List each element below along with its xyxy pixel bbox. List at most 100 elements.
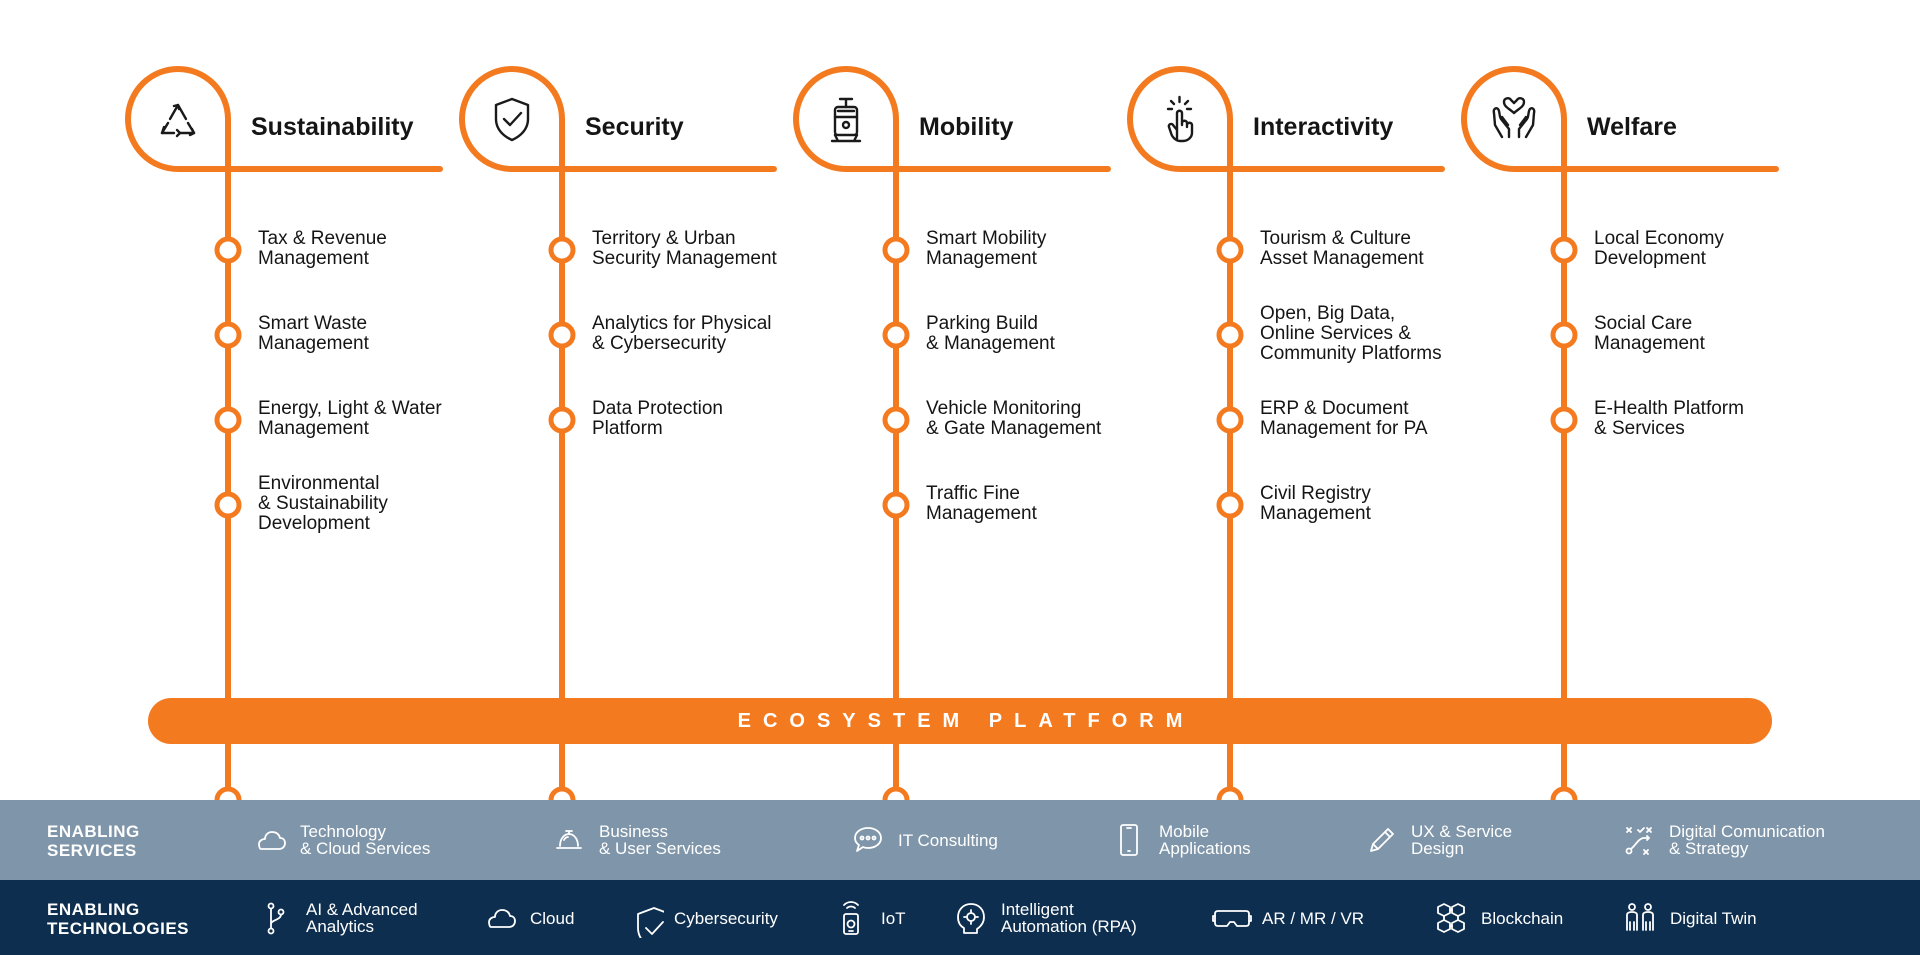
hands-heart-icon <box>1484 89 1544 149</box>
touch-hand-icon <box>1150 89 1210 149</box>
band-item-label: AI & Advanced Analytics <box>306 900 418 936</box>
twin-people-icon <box>1620 898 1660 938</box>
pillar-item-node <box>882 236 910 264</box>
enabling-services-item: Digital Comunication & Strategy <box>1619 820 1825 860</box>
cloud-icon <box>480 898 520 938</box>
pillar-item-label: Analytics for Physical & Cybersecurity <box>592 313 772 354</box>
cubes-icon <box>1431 898 1471 938</box>
pillar-item-label: Civil Registry Management <box>1260 483 1371 524</box>
pillar-title: Sustainability <box>251 113 414 141</box>
pillar-item-node <box>214 406 242 434</box>
pillar-item-label: Local Economy Development <box>1594 228 1724 269</box>
ecosystem-platform-label: ECOSYSTEM PLATFORM <box>737 709 1195 732</box>
strategy-icon <box>1619 820 1659 860</box>
pillar-title: Mobility <box>919 113 1014 141</box>
pillar-item-label: Environmental & Sustainability Developme… <box>258 473 388 534</box>
enabling-services-item: UX & Service Design <box>1361 820 1512 860</box>
enabling-technologies-item: Intelligent Automation (RPA) <box>951 898 1137 938</box>
pillar-line-4 <box>1461 66 1779 803</box>
chat-bubble-icon <box>848 820 888 860</box>
enabling-technologies-item: AI & Advanced Analytics <box>256 898 418 938</box>
enabling-services-title: ENABLING SERVICES <box>47 822 140 860</box>
pillar-item-node <box>214 321 242 349</box>
pillar-title: Interactivity <box>1253 113 1394 141</box>
band-item-label: UX & Service Design <box>1411 822 1513 858</box>
pillar-item-node <box>214 491 242 519</box>
band-item-label: Blockchain <box>1481 908 1564 928</box>
pillar-line-3 <box>1127 66 1445 803</box>
pillar-item-node <box>548 406 576 434</box>
pillar-item-label: Vehicle Monitoring & Gate Management <box>926 398 1102 439</box>
pillar-item-label: Smart Waste Management <box>258 313 369 354</box>
pillar-item-node <box>1216 491 1244 519</box>
pillar-item-node <box>1550 321 1578 349</box>
pillar-item-node <box>1216 236 1244 264</box>
band-item-label: IT Consulting <box>898 830 998 850</box>
pillar-item-label: Tourism & Culture Asset Management <box>1260 228 1424 269</box>
enabling-services-item: Business & User Services <box>549 820 721 860</box>
pillar-item-label: Smart Mobility Management <box>926 228 1047 269</box>
pillar-line-1 <box>459 66 777 803</box>
pillar-item-label: Energy, Light & Water Management <box>258 398 442 439</box>
pillar-title: Security <box>585 113 684 141</box>
enabling-technologies-item: IoT <box>831 898 906 938</box>
pillar-item-node <box>214 236 242 264</box>
band-item-label: Intelligent Automation (RPA) <box>1001 900 1137 936</box>
band-item-label: Cybersecurity <box>674 908 778 928</box>
pillar-item-label: E-Health Platform & Services <box>1594 398 1744 439</box>
enabling-services-item: IT Consulting <box>848 820 998 860</box>
enabling-technologies-item: Blockchain <box>1431 898 1563 938</box>
band-item-label: Cloud <box>530 908 575 928</box>
pillar-item-node <box>1550 406 1578 434</box>
pillar-item-label: Territory & Urban Security Management <box>592 228 777 269</box>
shield-check-icon <box>482 89 542 149</box>
band-item-label: Digital Comunication & Strategy <box>1669 822 1825 858</box>
pillar-item-label: Open, Big Data, Online Services & Commun… <box>1260 303 1442 364</box>
vr-headset-icon <box>1212 898 1252 938</box>
pillar-item-label: ERP & Document Management for PA <box>1260 398 1428 439</box>
enabling-technologies-title: ENABLING TECHNOLOGIES <box>47 900 190 938</box>
band-item-label: AR / MR / VR <box>1262 908 1365 928</box>
enabling-technologies-item: Cybersecurity <box>624 898 778 938</box>
ecosystem-platform-bar: ECOSYSTEM PLATFORM <box>148 698 1772 744</box>
smartphone-icon <box>1109 820 1149 860</box>
pillar-item-node <box>1216 321 1244 349</box>
pillar-title: Welfare <box>1587 113 1677 141</box>
recycle-icon <box>148 89 208 149</box>
branch-icon <box>256 898 296 938</box>
shield-check-icon <box>624 898 664 938</box>
pillar-item-label: Traffic Fine Management <box>926 483 1037 524</box>
cloud-icon <box>250 820 290 860</box>
pillar-item-node <box>548 321 576 349</box>
enabling-technologies-item: AR / MR / VR <box>1212 898 1364 938</box>
enabling-technologies-band: ENABLING TECHNOLOGIES AI & Advanced Anal… <box>0 880 1920 955</box>
band-item-label: Mobile Applications <box>1159 822 1251 858</box>
iot-device-icon <box>831 898 871 938</box>
enabling-technologies-item: Digital Twin <box>1620 898 1757 938</box>
pillar-item-node <box>1550 236 1578 264</box>
band-item-label: Digital Twin <box>1670 908 1757 928</box>
band-item-label: Business & User Services <box>599 822 721 858</box>
enabling-services-item: Mobile Applications <box>1109 820 1251 860</box>
pillar-item-label: Data Protection Platform <box>592 398 723 439</box>
pillar-item-label: Social Care Management <box>1594 313 1705 354</box>
pencil-icon <box>1361 820 1401 860</box>
tram-icon <box>816 89 876 149</box>
band-item-label: Technology & Cloud Services <box>300 822 431 858</box>
band-item-label: IoT <box>881 908 906 928</box>
enabling-services-item: Technology & Cloud Services <box>250 820 430 860</box>
pillar-item-node <box>882 491 910 519</box>
pillar-item-node <box>1216 406 1244 434</box>
pillar-item-node <box>548 236 576 264</box>
enabling-technologies-item: Cloud <box>480 898 574 938</box>
pillar-line-0 <box>125 66 443 803</box>
pillar-item-label: Tax & Revenue Management <box>258 228 387 269</box>
pillar-item-label: Parking Build & Management <box>926 313 1055 354</box>
robot-head-icon <box>951 898 991 938</box>
enabling-services-band: ENABLING SERVICES Technology & Cloud Ser… <box>0 800 1920 880</box>
pillar-item-node <box>882 321 910 349</box>
pillar-item-node <box>882 406 910 434</box>
pillar-line-2 <box>793 66 1111 803</box>
service-bell-icon <box>549 820 589 860</box>
